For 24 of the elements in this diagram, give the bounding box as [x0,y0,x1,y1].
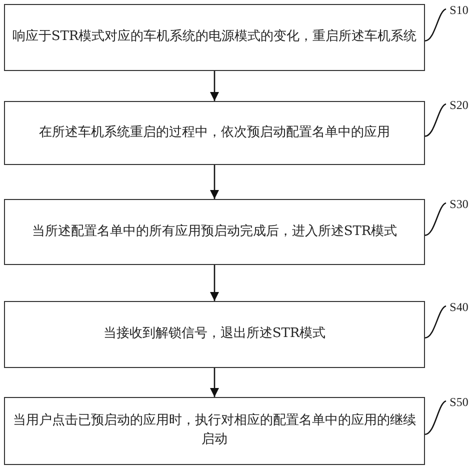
step-text: 响应于STR模式对应的车机系统的电源模式的变化，重启所述车机系统 [11,28,418,46]
arrow [210,165,220,199]
leader-line [424,8,446,42]
leader-line [424,202,446,236]
leader-line [424,305,446,338]
step-number: S10 [450,2,468,20]
process-box [4,4,425,71]
step-number: S30 [450,196,468,214]
step-text: 当接收到解锁信号，退出所述STR模式 [102,325,327,344]
arrow [210,71,220,101]
leader-line [424,103,446,137]
process-box [4,397,425,465]
process-box [4,301,425,368]
process-box [4,101,425,165]
process-box [4,199,425,265]
step-number: S50 [450,394,468,412]
arrow [210,368,220,397]
leader-line [424,400,446,436]
step-text: 当所述配置名单中的所有应用预启动完成后，进入所述STR模式 [30,222,398,241]
step-number: S40 [450,299,468,316]
step-number: S20 [450,97,468,114]
step-text: 在所述车机系统重启的过程中，依次预启动配置名单中的应用 [38,124,391,142]
arrow [210,265,220,301]
step-text: 当用户点击已预启动的应用时，执行对相应的配置名单中的应用的继续启动 [12,412,417,449]
